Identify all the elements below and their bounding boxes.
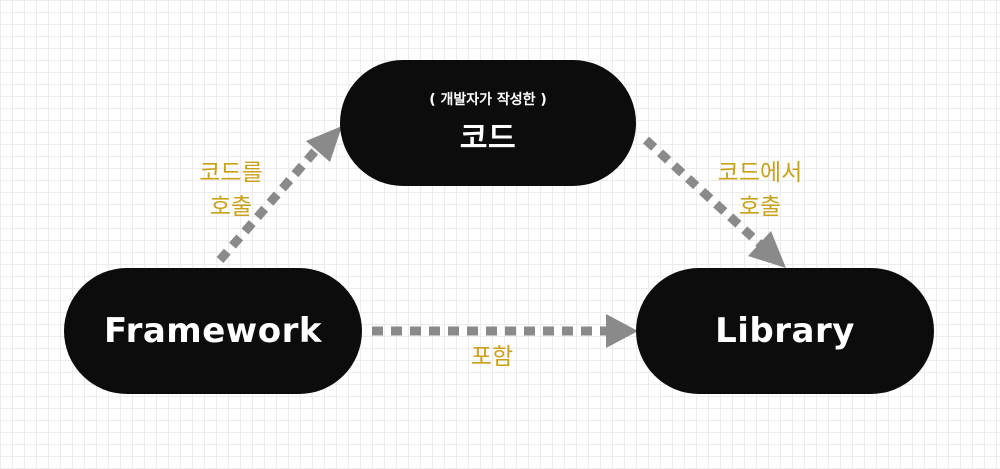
node-code-subtitle: ( 개발자가 작성한 ) [429, 92, 547, 108]
edge-label-framework-to-library-text: 포함 [470, 344, 514, 370]
edge-label-framework-to-code: 코드를 호출 [186, 156, 276, 224]
node-library-label: Library [715, 311, 855, 351]
node-code: ( 개발자가 작성한 ) 코드 [340, 60, 636, 186]
edge-framework-to-code-arrowhead [306, 126, 342, 162]
node-code-label: 코드 [459, 121, 517, 156]
node-framework: Framework [64, 268, 362, 394]
edge-framework-to-code-line [216, 147, 320, 263]
edge-label-code-to-library-line1: 코드에서 [717, 160, 803, 186]
edge-code-to-library-arrowhead [748, 231, 786, 268]
edge-code-to-library-line [642, 136, 764, 248]
node-framework-label: Framework [104, 311, 322, 351]
node-library: Library [636, 268, 934, 394]
edge-label-framework-to-library: 포함 [452, 340, 532, 374]
edge-framework-to-library-arrowhead [606, 314, 638, 348]
edge-label-code-to-library-line2: 호출 [738, 194, 782, 220]
edge-label-code-to-library: 코드에서 호출 [700, 156, 820, 224]
edge-label-framework-to-code-line2: 호출 [209, 194, 253, 220]
edge-label-framework-to-code-line1: 코드를 [199, 160, 263, 186]
